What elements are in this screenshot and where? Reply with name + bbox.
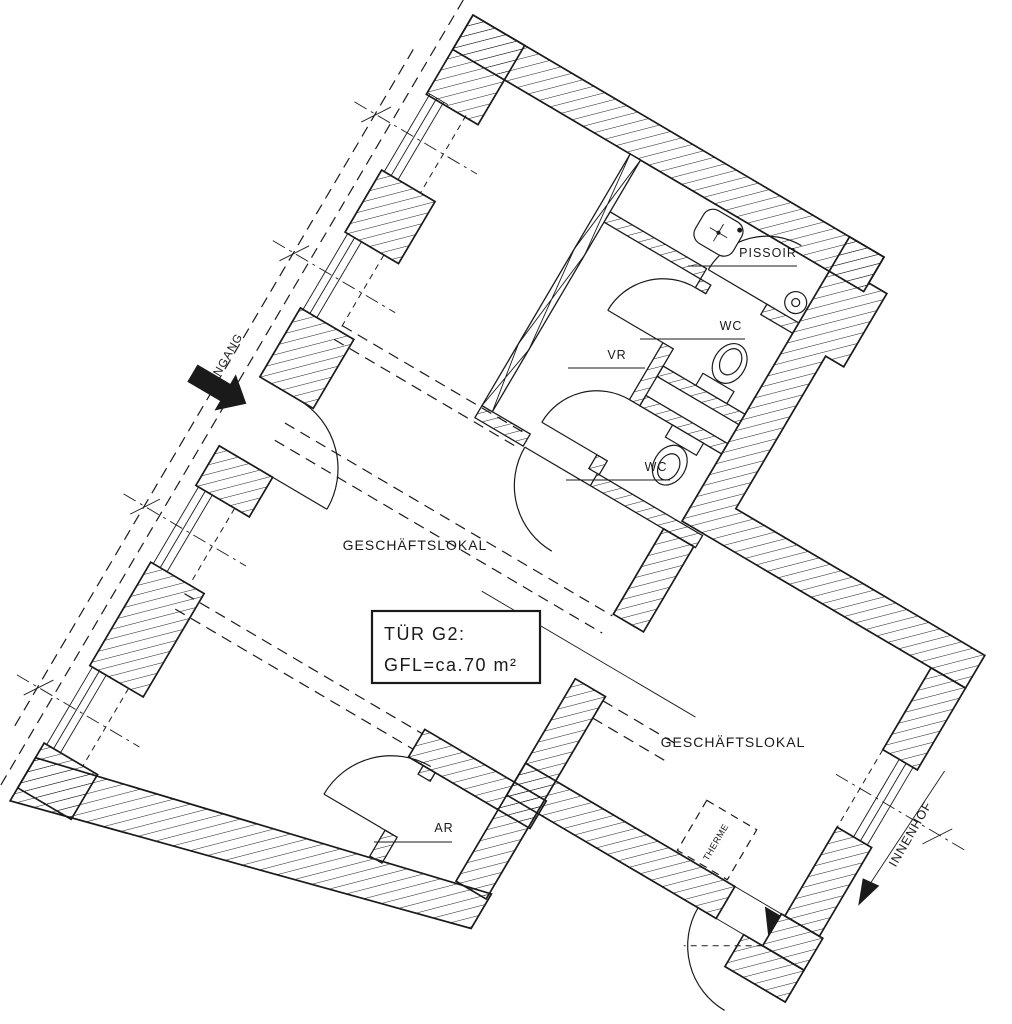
- room-label-ar: AR: [434, 821, 453, 835]
- innenhof-arrow-icon: [858, 770, 945, 906]
- room-label-wc-upper: WC: [720, 319, 743, 333]
- room-label-geschaeftslokal-left: GESCHÄFTSLOKAL: [343, 537, 488, 553]
- wall-east-and-wing-top: [680, 235, 986, 690]
- partition-pissoir-left: [603, 210, 708, 280]
- wall-wing-corner-block: [723, 933, 806, 1004]
- dashed-walls: [174, 325, 680, 764]
- vr-glazed-partition: [481, 153, 642, 413]
- therme-box: THERME: [676, 799, 758, 881]
- room-label-pissoir: PISSOIR: [739, 246, 797, 260]
- partition-pissoir-right: [759, 303, 800, 335]
- window: [16, 665, 140, 767]
- wall-wc-left-c: [587, 453, 609, 476]
- wall-ar-strip: [407, 728, 548, 830]
- eingang-arrow-icon: [187, 364, 247, 411]
- window: [354, 92, 478, 194]
- walls-layer: [8, 13, 986, 1004]
- wall-wing-right-upper: [881, 666, 967, 772]
- info-box-line2: GFL=ca.70 m²: [384, 655, 518, 675]
- wc-upper-door: [607, 278, 696, 344]
- wall-ar-short-b: [368, 829, 399, 865]
- window: [123, 485, 247, 586]
- pissoir-door: [707, 235, 802, 305]
- window-courtyard: [835, 749, 969, 853]
- courtyard-door: [683, 886, 782, 1011]
- vr-door: [513, 446, 591, 552]
- wall-southwest: [8, 756, 493, 930]
- wall-pier: [343, 168, 437, 265]
- wall-pier: [258, 306, 356, 410]
- info-box-line1: TÜR G2:: [384, 624, 466, 644]
- sink-icon: [784, 290, 808, 315]
- wall-pier: [88, 560, 206, 699]
- wc-lower-door: [541, 390, 630, 456]
- wall-vr-bottom-right: [589, 472, 704, 549]
- fixtures-layer: THERME: [651, 208, 808, 881]
- entrance-door: [257, 399, 339, 510]
- room-label-vr: VR: [607, 348, 626, 362]
- wall-vr-bottom-left: [473, 404, 532, 447]
- toilet-icon: [651, 424, 705, 486]
- doors-layer: [257, 235, 802, 1011]
- wall-pier: [194, 444, 274, 519]
- room-label-geschaeftslokal-right: GESCHÄFTSLOKAL: [661, 734, 806, 750]
- info-box: TÜR G2: GFL=ca.70 m²: [370, 609, 542, 685]
- windows-layer: [16, 92, 969, 853]
- wall-ar-short-a: [417, 764, 437, 783]
- window: [272, 231, 396, 332]
- ar-door: [323, 755, 432, 835]
- wall-pier: [425, 13, 526, 126]
- room-label-wc-lower: WC: [645, 460, 668, 474]
- wall-wing-right-lower: [783, 826, 873, 938]
- toilet-icon: [695, 343, 748, 405]
- urinal-icon: [693, 208, 744, 257]
- wall-wc-left-b: [628, 341, 675, 407]
- wall-wc-left-a: [694, 278, 712, 295]
- wall-central-upper: [612, 527, 695, 634]
- annotation-innenhof: INNENHOF: [886, 799, 935, 869]
